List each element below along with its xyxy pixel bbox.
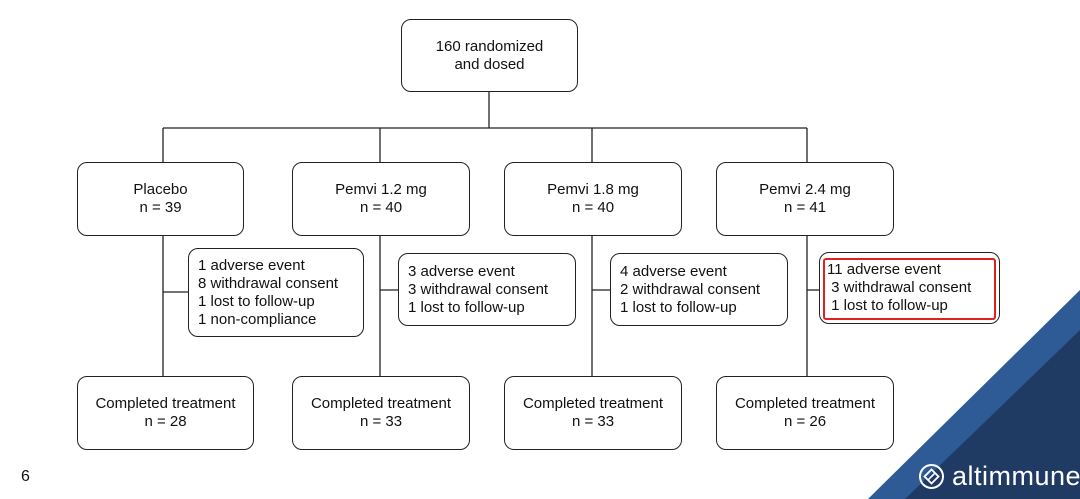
arm-name: Placebo (133, 181, 188, 198)
brand-name: altimmune (952, 461, 1080, 491)
completed-label: Completed treatment (310, 395, 452, 412)
withdrawal-reason: 4 adverse event (620, 262, 727, 280)
completed-n: n = 33 (359, 413, 403, 430)
completed-n: n = 33 (571, 413, 615, 430)
withdrawal-box-pemvi-1-8: 4 adverse event 2 withdrawal consent 1 l… (610, 253, 788, 326)
completed-box-pemvi-2-4: Completed treatment n = 26 (716, 376, 894, 450)
withdrawal-reason: 1 lost to follow-up (198, 292, 315, 310)
randomized-box: 160 randomized and dosed (401, 19, 578, 92)
withdrawal-reason: 1 lost to follow-up (408, 298, 525, 316)
completed-label: Completed treatment (522, 395, 664, 412)
arm-name: Pemvi 1.8 mg (547, 181, 639, 198)
completed-box-pemvi-1-8: Completed treatment n = 33 (504, 376, 682, 450)
arm-box-placebo: Placebo n = 39 (77, 162, 244, 236)
arm-name: Pemvi 2.4 mg (759, 181, 851, 198)
randomized-line1: 160 randomized (435, 37, 544, 55)
altimmune-logo-icon (919, 464, 944, 489)
withdrawal-reason: 1 adverse event (198, 256, 305, 274)
brand-logo: altimmune (918, 461, 1080, 492)
arm-n: n = 40 (571, 199, 615, 216)
withdrawal-reason: 2 withdrawal consent (620, 280, 761, 298)
withdrawal-reason: 3 withdrawal consent (408, 280, 549, 298)
withdrawal-box-pemvi-2-4: 11 adverse event 3 withdrawal consent 1 … (819, 252, 1000, 324)
withdrawal-reason: 11 adverse event (827, 261, 941, 278)
arm-name: Pemvi 1.2 mg (335, 181, 427, 198)
completed-box-pemvi-1-2: Completed treatment n = 33 (292, 376, 470, 450)
arm-n: n = 40 (359, 199, 403, 216)
completed-box-placebo: Completed treatment n = 28 (77, 376, 254, 450)
completed-label: Completed treatment (95, 395, 236, 412)
withdrawal-box-placebo: 1 adverse event 8 withdrawal consent 1 l… (188, 248, 364, 337)
withdrawal-reason: 1 lost to follow-up (620, 298, 737, 316)
withdrawal-reason: 1 lost to follow-up (827, 297, 948, 314)
completed-label: Completed treatment (734, 395, 876, 412)
withdrawal-box-pemvi-1-2: 3 adverse event 3 withdrawal consent 1 l… (398, 253, 576, 326)
withdrawal-reason: 1 non-compliance (198, 310, 317, 328)
arm-box-pemvi-1-8: Pemvi 1.8 mg n = 40 (504, 162, 682, 236)
page-number: 6 (21, 468, 30, 485)
completed-n: n = 28 (144, 413, 187, 430)
randomized-line2: and dosed (454, 55, 525, 73)
arm-box-pemvi-2-4: Pemvi 2.4 mg n = 41 (716, 162, 894, 236)
arm-n: n = 41 (783, 199, 827, 216)
withdrawal-reason: 8 withdrawal consent (198, 274, 339, 292)
arm-n: n = 39 (139, 199, 182, 216)
completed-n: n = 26 (783, 413, 827, 430)
arm-box-pemvi-1-2: Pemvi 1.2 mg n = 40 (292, 162, 470, 236)
withdrawal-reason: 3 adverse event (408, 262, 515, 280)
highlight-outline (823, 258, 996, 320)
withdrawal-reason: 3 withdrawal consent (827, 279, 972, 296)
